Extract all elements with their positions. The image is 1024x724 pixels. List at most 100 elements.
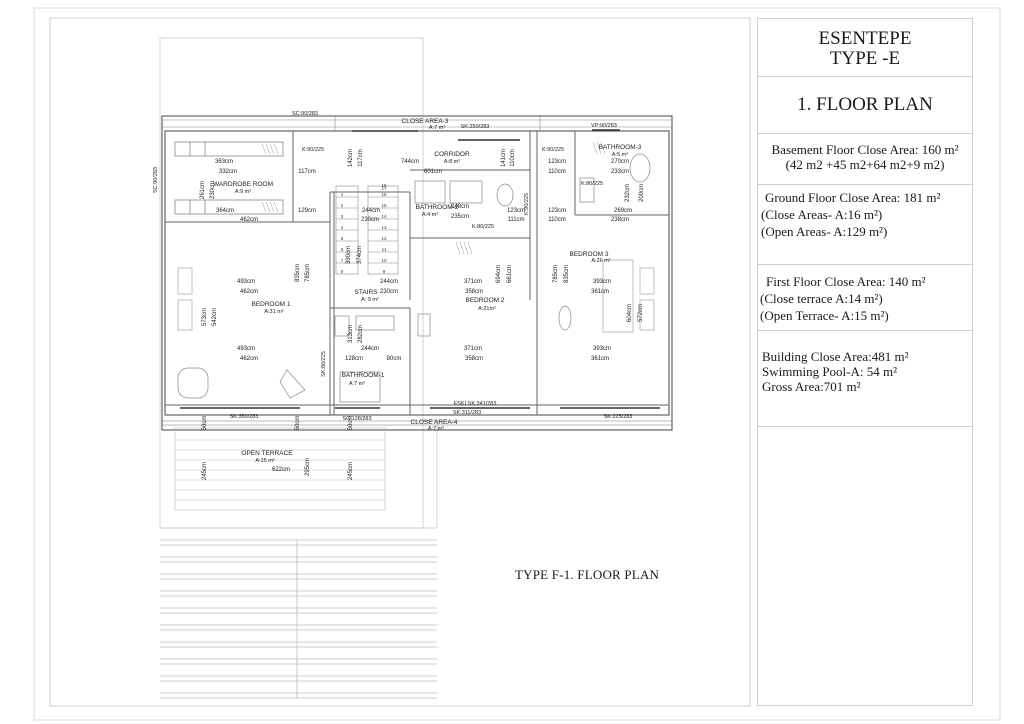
room-area-bedroom-1: A:31 m² (264, 309, 283, 315)
dimension-label: 245cm (348, 462, 354, 480)
dimension-label: 332cm (219, 169, 237, 175)
dimension-label: 393cm (593, 279, 611, 285)
dimension-label: 462cm (240, 356, 258, 362)
dimension-label: 123cm (548, 159, 566, 165)
project-type: TYPE -E (829, 48, 901, 69)
stair-step-number: 7 (341, 258, 344, 263)
top-slab (162, 116, 672, 131)
dimension-label: 123cm (548, 208, 566, 214)
plan-title: 1. FLOOR PLAN (758, 77, 972, 134)
stair-step-number: 11 (382, 247, 387, 252)
dimension-label: 232cm (625, 184, 631, 202)
dimension-label: 270cm (611, 159, 629, 165)
dimension-label: 50cm (295, 416, 301, 431)
dimension-label: 371cm (464, 279, 482, 285)
stair-step-number: 5 (341, 236, 344, 241)
dimension-label: 661cm (507, 265, 513, 283)
stair-step-number: 12 (381, 236, 387, 241)
room-area-bedroom-3: A:26 m² (591, 258, 610, 264)
dimension-label: 230cm (380, 289, 398, 295)
dimension-label: 295cm (305, 458, 311, 476)
opening-label: SK:350/283 (230, 414, 259, 420)
dimension-label: 462cm (240, 289, 258, 295)
dimension-label: 244cm (380, 279, 398, 285)
dimension-label: 238cm (611, 217, 629, 223)
opening-label: ESKİ SK:341/283 (454, 400, 497, 407)
ground-open-areas: (Open Areas- A:129 m²) (761, 224, 888, 239)
dimension-label: 573cm (202, 308, 208, 326)
room-name-corridor: CORRIDOR (434, 151, 470, 158)
open-terrace-deck (174, 427, 386, 511)
dimension-label: 141cm (501, 149, 507, 167)
room-name-stairs: STAIRS (355, 289, 379, 296)
dimension-label: 694cm (496, 265, 502, 283)
stair-step-number: 1 (341, 192, 344, 197)
swimming-pool-area: Swimming Pool-A: 54 m² (762, 364, 897, 379)
first-area-line: First Floor Close Area: 140 m² (766, 274, 926, 289)
dimension-label: 785cm (553, 265, 559, 283)
pool-deck-lines (160, 539, 437, 699)
stair-step-number: 16 (381, 192, 387, 197)
dimension-label: 542cm (212, 308, 218, 326)
dimension-label: 80cm (387, 356, 402, 362)
dimension-label: 110cm (548, 169, 566, 175)
ground-close-areas: (Close Areas- A:16 m²) (761, 207, 883, 222)
room-name-bedroom-1: BEDROOM 1 (251, 301, 290, 308)
room-name-bathroom-2: BATHROOM-2 (416, 204, 459, 211)
stair-step-number: 13 (381, 225, 387, 230)
dimension-label: 493cm (237, 279, 255, 285)
room-name-bathroom-1: BATHROOM-1 (342, 372, 385, 379)
room-name-bedroom-3: BEDROOM 3 (569, 251, 608, 258)
stair-step-number: 17 (381, 186, 387, 191)
opening-label: K:90/225 (302, 147, 324, 153)
stair-step-number: 2 (341, 203, 344, 208)
dimension-label: 364cm (216, 208, 234, 214)
basement-area-line: Basement Floor Close Area: 160 m² (771, 142, 959, 157)
wardrobe-shelves (174, 141, 284, 215)
dimension-label: 50cm (202, 416, 208, 431)
room-name-close-area-3: CLOSE AREA-3 (402, 118, 449, 125)
dimension-label: 363cm (215, 159, 233, 165)
hatch-marks (261, 141, 606, 255)
room-area-bedroom-2: A:21m² (478, 306, 496, 312)
room-name-bedroom-2: BEDROOM 2 (465, 297, 504, 304)
dimension-label: 493cm (237, 346, 255, 352)
opening-label: SK:225/283 (604, 414, 633, 420)
dimension-label: 390cm (346, 246, 352, 264)
interior-walls (165, 131, 669, 415)
dimension-label: 235cm (451, 214, 469, 220)
opening-label: K:80/225 (581, 181, 603, 187)
dimension-label: 374cm (357, 246, 363, 264)
dimension-label: 358cm (465, 289, 483, 295)
plan-caption: TYPE F-1. FLOOR PLAN (515, 567, 660, 582)
first-open-terrace: (Open Terrace- A:15 m²) (760, 308, 889, 323)
dimension-label: 604cm (627, 304, 633, 322)
opening-label: K:80/225 (472, 224, 494, 230)
dimension-label: 142cm (348, 149, 354, 167)
room-area-close-area-4: A:7 m² (428, 426, 444, 432)
beds (177, 259, 655, 333)
gross-area: Gross Area:701 m² (762, 379, 861, 394)
opening-label: K:90/225 (542, 147, 564, 153)
stair-step-number: 6 (341, 247, 344, 252)
first-floor-area-cell: First Floor Close Area: 140 m² (Close te… (758, 265, 972, 331)
dimension-label: 462cm (240, 217, 258, 223)
dimension-label: 835cm (295, 264, 301, 282)
room-area-close-area-3: A:7 m² (429, 125, 445, 131)
room-area-wardrobe: A:9 m² (235, 189, 251, 195)
dimension-label: 393cm (593, 346, 611, 352)
stair-step-number: 14 (381, 214, 387, 219)
dimension-label: 244cm (361, 346, 379, 352)
basement-area-cell: Basement Floor Close Area: 160 m² (42 m2… (758, 133, 972, 185)
sheet-outer-frame (33, 7, 1001, 721)
bottom-slab (162, 420, 672, 426)
room-area-open-terrace: A:15 m² (255, 458, 274, 464)
stair-step-number: 9 (383, 269, 386, 274)
stair-step-number: 3 (341, 214, 344, 219)
dimension-label: 313cm (348, 325, 354, 343)
project-title-cell: ESENTEPE TYPE -E (758, 19, 972, 77)
dimension-label: 128cm (345, 356, 363, 362)
dimension-label: 248cm (451, 204, 469, 210)
dimension-label: 129cm (298, 208, 316, 214)
